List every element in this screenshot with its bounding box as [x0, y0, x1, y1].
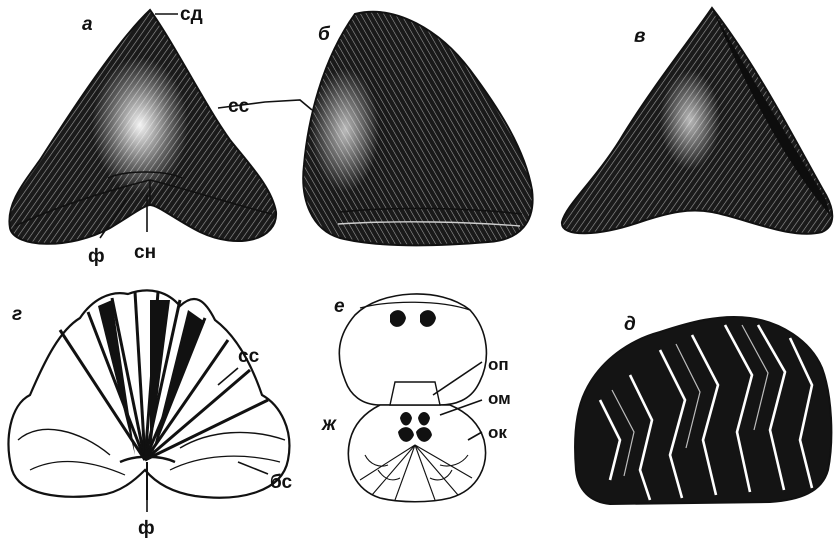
- panel-label-v: в: [634, 26, 645, 47]
- label-sn: сн: [134, 242, 156, 263]
- shell-b: [303, 12, 532, 245]
- panel-label-g: г: [12, 304, 22, 325]
- shell-d: [575, 317, 831, 504]
- label-ss-g: сс: [238, 346, 260, 367]
- label-f-g: ф: [138, 518, 155, 539]
- panel-label-zh: ж: [321, 414, 337, 435]
- label-op: оп: [488, 355, 509, 374]
- label-sd: сд: [180, 4, 203, 25]
- shell-v: [562, 8, 832, 234]
- label-ok: ок: [488, 423, 507, 442]
- label-ss-top: сс: [228, 96, 250, 117]
- panel-label-e: е: [334, 296, 345, 317]
- label-om: ом: [488, 389, 511, 408]
- shell-g: [9, 290, 290, 500]
- panel-label-b: б: [318, 24, 331, 45]
- panel-label-d: д: [624, 314, 636, 335]
- label-f-top: ф: [88, 246, 105, 267]
- label-bs: бс: [270, 472, 292, 493]
- shell-a: [9, 10, 276, 244]
- panel-label-a: а: [82, 14, 93, 35]
- shell-e: [339, 294, 486, 502]
